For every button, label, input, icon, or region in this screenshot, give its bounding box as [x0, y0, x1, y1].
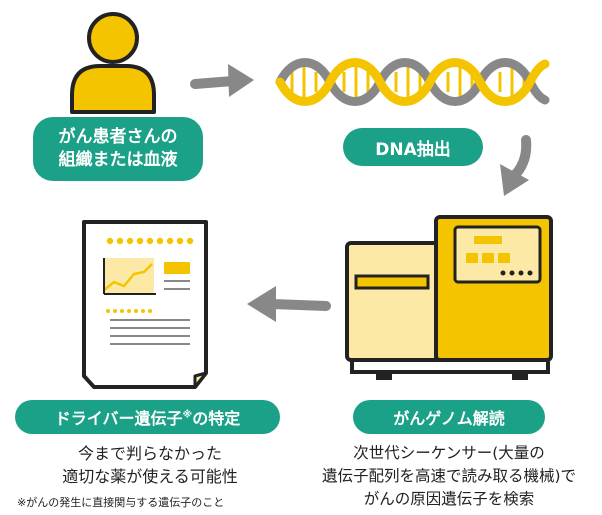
sample-label-line2: 組織または血液 — [58, 150, 178, 170]
genome-caption-line1: 次世代シーケンサー(大量の — [353, 444, 545, 462]
genome-decoding-badge: がんゲノム解読 — [353, 400, 545, 434]
genome-decoding-label: がんゲノム解読 — [393, 409, 505, 428]
genome-caption-line3: がんの原因遺伝子を検索 — [363, 490, 535, 508]
genome-caption-line2: 遺伝子配列を高速で読み取る機械)で — [321, 467, 577, 485]
sample-label-line1: がん患者さんの — [58, 127, 178, 147]
driver-gene-badge: ドライバー遺伝子※の特定 — [15, 400, 280, 434]
genome-decoding-caption: 次世代シーケンサー(大量の 遺伝子配列を高速で読み取る機械)で がんの原因遺伝子… — [296, 442, 602, 511]
driver-gene-label-prefix: ドライバー遺伝子 — [54, 409, 183, 428]
sample-label-badge: がん患者さんの 組織または血液 — [33, 117, 203, 181]
driver-gene-caption: 今まで判らなかった 適切な薬が使える可能性 — [40, 442, 260, 488]
dna-extraction-label: DNA抽出 — [375, 139, 451, 160]
driver-caption-line2: 適切な薬が使える可能性 — [62, 467, 238, 486]
dna-extraction-badge: DNA抽出 — [343, 128, 483, 166]
driver-caption-line1: 今まで判らなかった — [77, 444, 222, 463]
driver-gene-label: ドライバー遺伝子※の特定 — [55, 405, 240, 429]
driver-gene-label-suffix: の特定 — [192, 409, 241, 428]
driver-gene-label-mark: ※ — [182, 409, 193, 421]
footnote: ※がんの発生に直接関与する遺伝子のこと — [17, 496, 225, 509]
